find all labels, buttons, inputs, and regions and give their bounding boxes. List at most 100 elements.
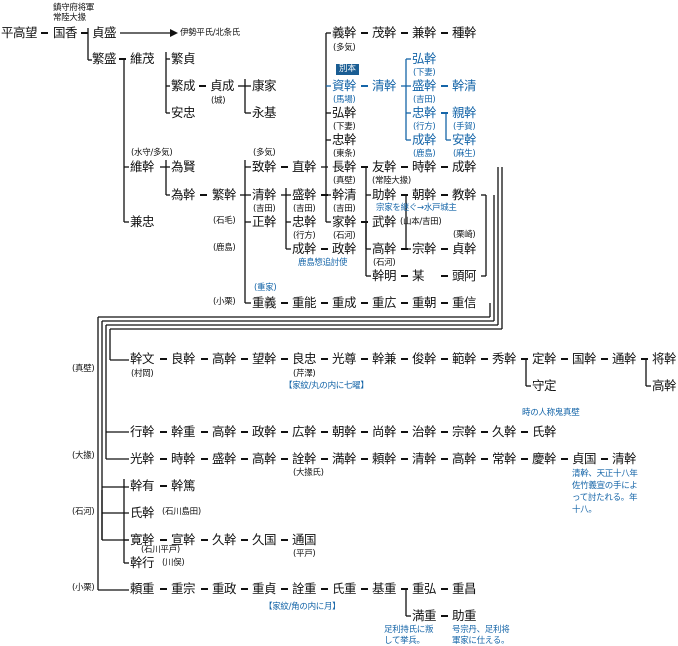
note-kiyomoto_note4: 十八。 [572, 505, 597, 515]
person-tomomoto2: 朝幹 [412, 187, 437, 202]
person-morimoto1: 盛幹 [292, 187, 317, 202]
note-muraoka: (村岡) [131, 369, 154, 379]
person-munemoto2: 宗幹 [412, 241, 437, 256]
person-hidemoto: 秀幹 [492, 351, 517, 366]
person-ujimoto2: 氏幹 [130, 505, 155, 520]
person-shigetomo: 重朝 [412, 295, 437, 310]
note-mizumori: (水守/多気) [131, 148, 173, 158]
note-shinkabe1: (真壁) [333, 176, 356, 186]
person-takamoto6: 高幹 [452, 451, 477, 466]
person-shigeyoshi: 重義 [252, 295, 277, 310]
person-norimoto2: 範幹 [452, 351, 477, 366]
note-kiyomoto_note1: 清幹、天正十八年 [572, 469, 638, 479]
person-yorishige: 頼重 [130, 581, 155, 596]
note-ishikawa_shimada: (石川島田) [162, 507, 201, 517]
note-oguri_g: (小栗) [72, 583, 95, 593]
person-motoaki: 幹明 [372, 268, 397, 283]
note-yoshida2: (吉田) [253, 204, 276, 214]
note-baba: (馬場) [333, 95, 356, 105]
note-takeki: (多気) [333, 43, 356, 53]
person-koremoto: 維幹 [130, 159, 155, 174]
person-narimoto2: 成幹 [412, 132, 437, 147]
note-aso: (麻生) [453, 149, 476, 159]
person-nochimoto: 幹重 [171, 424, 196, 439]
person-motoyuki: 幹行 [130, 555, 155, 570]
person-ujimoto: 氏幹 [532, 424, 557, 439]
person-kiyomoto2: 清幹 [372, 78, 397, 93]
person-masamoto2: 政幹 [332, 241, 357, 256]
person-tokimoto: 時幹 [412, 159, 437, 174]
person-shigesada: 繁貞 [171, 51, 196, 66]
person-tadamoto2: 忠幹 [412, 105, 437, 120]
note-kiyomoto_note2: 佐竹義宣の手によ [572, 481, 638, 491]
person-yukimoto: 行幹 [130, 424, 155, 439]
person-kiyomoto5: 清幹 [412, 451, 437, 466]
person-nagamoto2: 長幹 [332, 159, 357, 174]
note-ishikawa_hirato: (石川平戸) [141, 545, 180, 555]
person-motokane: 幹兼 [372, 351, 397, 366]
note-oguri1: (小栗) [213, 297, 236, 307]
person-morimoto3: 盛幹 [212, 451, 237, 466]
person-shigemori: 繁盛 [92, 51, 117, 66]
person-shigehiro2: 重弘 [412, 581, 437, 596]
note-daijo_shi: (大掾氏) [293, 468, 324, 478]
person-shigehiro: 重広 [372, 295, 397, 310]
person-nobumoto: 宣幹 [171, 532, 196, 547]
person-tadamoto1: 忠幹 [292, 214, 317, 229]
person-hisamoto2: 久幹 [212, 532, 237, 547]
person-takamoto5: 高幹 [252, 451, 277, 466]
person-masamoto: 正幹 [252, 214, 277, 229]
person-sadanari: 貞成 [210, 78, 235, 93]
note-kashima1: (鹿島) [413, 149, 436, 159]
person-kunika: 国香 [53, 25, 78, 40]
note-gomune2: 軍家に仕える。 [452, 636, 510, 646]
person-yasutada: 安忠 [171, 105, 196, 120]
person-munemoto: 致幹 [252, 159, 277, 174]
person-morimoto2: 盛幹 [412, 78, 437, 93]
person-ise_heishi: 伊勢平氏/北条氏 [180, 28, 240, 38]
note-yoshida4: (吉田) [333, 204, 356, 214]
person-chikamoto: 親幹 [452, 105, 477, 120]
note-yamamoto: (山本/吉田) [400, 217, 442, 227]
note-ashikaga1: 足利持氏に叛 [384, 625, 434, 635]
note-yoshida1: (吉田) [413, 95, 436, 105]
person-tadamoto3: 忠幹 [332, 132, 357, 147]
person-takemoto: 武幹 [372, 214, 397, 229]
person-naomoto2: 尚幹 [372, 424, 397, 439]
badge-bekkon: 別本 [336, 64, 360, 75]
person-narimoto3: 成幹 [452, 159, 477, 174]
note-shigeie: (重家) [254, 283, 277, 293]
person-naomoto: 直幹 [292, 159, 317, 174]
person-tomomoto3: 朝幹 [332, 424, 357, 439]
person-norimoto: 教幹 [452, 187, 477, 202]
person-takamoto4: 高幹 [212, 424, 237, 439]
person-motofumi: 幹文 [130, 351, 155, 366]
person-tokimoto2: 時幹 [171, 451, 196, 466]
note-ishikawa2: (石河) [373, 258, 396, 268]
person-mitsumoto2: 満幹 [332, 451, 357, 466]
note-hirato: (平戸) [293, 549, 316, 559]
person-tamekata: 為賢 [171, 159, 196, 174]
person-shigeyoshi2: 重能 [292, 295, 317, 310]
person-shigenari2: 重成 [332, 295, 357, 310]
person-motoshige: 基重 [372, 581, 397, 596]
person-sadamoto: 貞幹 [452, 241, 477, 256]
person-zuia: 頭阿 [452, 268, 477, 283]
note-hitotoshi: 時の人称鬼真壁 [522, 408, 580, 418]
person-sadamoto2: 定幹 [532, 351, 557, 366]
person-kiyomoto6: 清幹 [612, 451, 637, 466]
person-akishige: 詮重 [292, 581, 317, 596]
note-shimotsuma2: (下妻) [333, 122, 356, 132]
person-bou: 某 [412, 268, 425, 283]
person-yorimoto: 頼幹 [372, 451, 397, 466]
person-tsunemoto: 常幹 [492, 451, 517, 466]
person-shigemasa: 重政 [212, 581, 237, 596]
person-kiyomoto3: 幹清 [452, 78, 477, 93]
person-tanemoto: 種幹 [452, 25, 477, 40]
note-kashima2: (鹿島) [213, 243, 236, 253]
note-kawamata: (川俣) [162, 558, 185, 568]
person-koremochi: 維茂 [130, 51, 155, 66]
person-taira_takamochi: 平高望 [1, 25, 38, 40]
note-daijo_g: (大掾) [72, 451, 95, 461]
